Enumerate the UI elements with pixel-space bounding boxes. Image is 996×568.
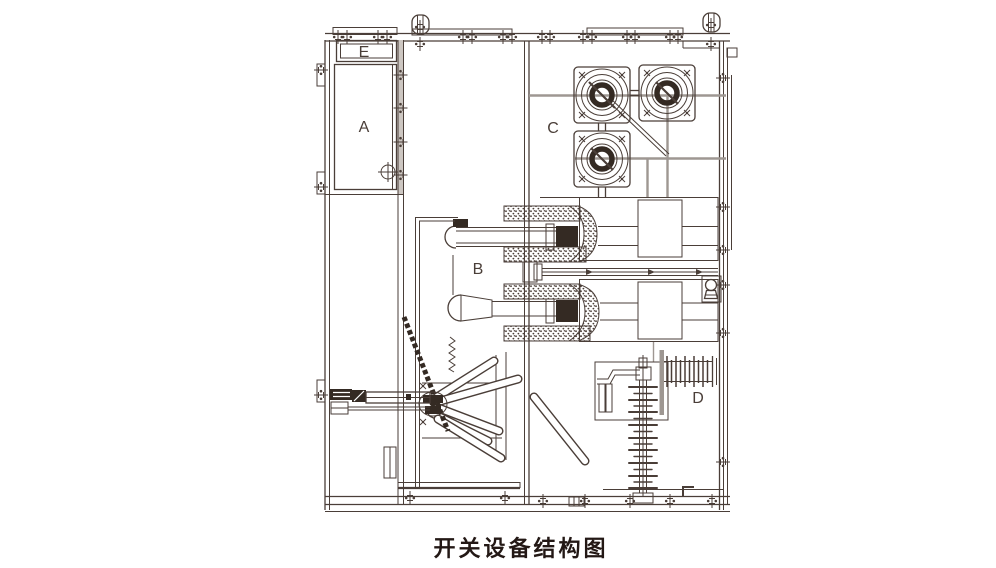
base-bolts [404,490,718,509]
compartment-e: E [335,39,398,63]
sensor-bulb [701,275,722,303]
post-insulator [628,355,658,504]
upper-pole [444,197,719,263]
main-pivot [418,382,448,426]
drive-shaft [330,389,431,415]
small-spring [448,336,456,373]
lifting-lug-right [702,12,721,52]
operating-mechanism [330,217,523,490]
label-e: E [359,44,370,61]
breaker-poles-b: B [444,197,719,362]
door-handle-icon [378,162,398,182]
diagram-title: 开关设备结构图 [433,536,609,561]
bellows-upper [637,199,683,258]
bushing-flange [638,64,696,122]
lifting-lug-left [411,14,430,52]
horizontal-bushing [664,356,717,387]
label-a: A [359,119,370,136]
bellows-lower [637,281,683,340]
compartment-a: A [325,63,403,195]
bushing-flanges-c: C [529,64,726,198]
cabinet-frame [313,12,738,512]
bushing-flange [573,130,631,188]
roof-bolts [332,29,684,45]
bushing-flange [573,66,631,124]
label-c: C [547,120,559,137]
lower-pole [447,279,719,362]
insulator-area-d: D [529,350,717,507]
label-b: B [473,261,484,278]
drive-rod [522,261,718,283]
label-d: D [692,390,704,407]
floor-bracket [682,486,694,497]
partition-walls [393,40,530,505]
